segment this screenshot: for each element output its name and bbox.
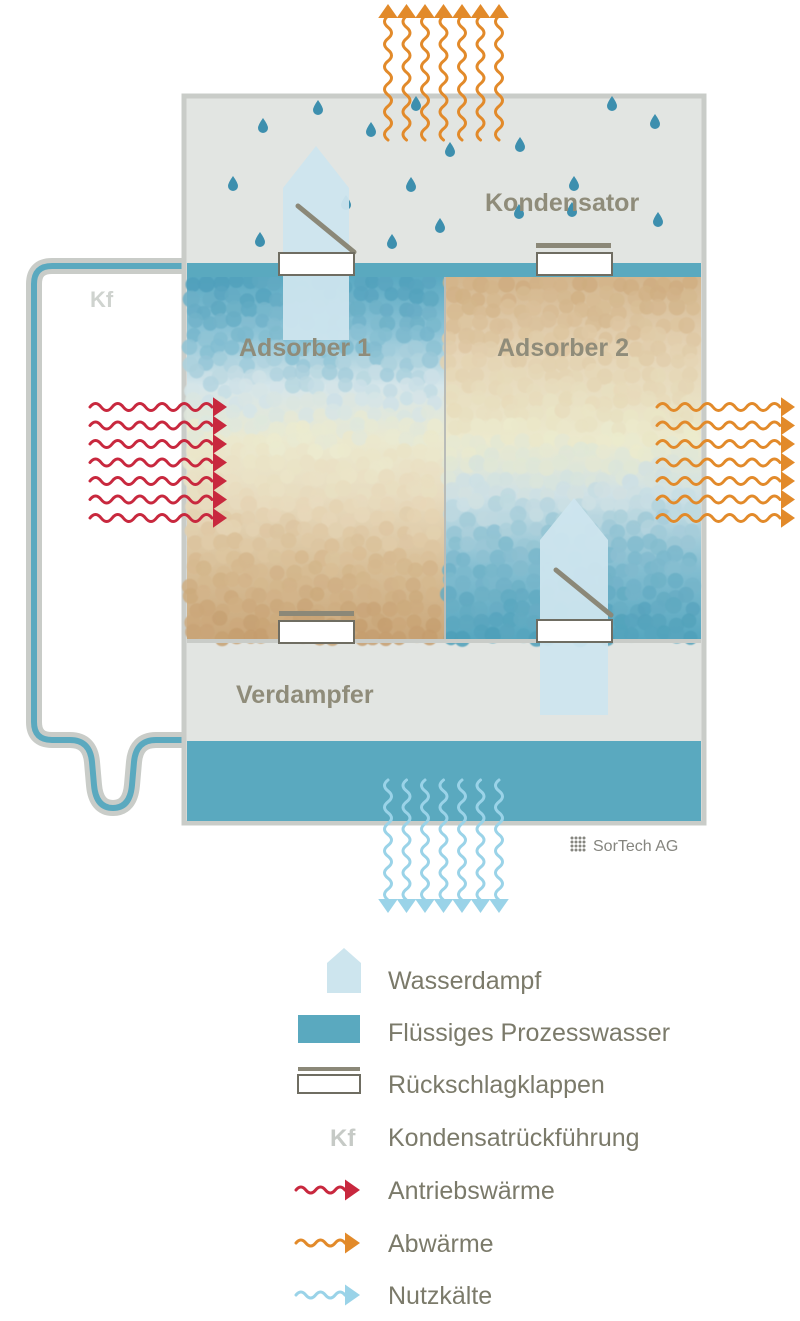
water-droplet: [255, 232, 265, 247]
water-droplet: [650, 114, 660, 129]
legend-label-waste-heat: Abwärme: [388, 1230, 494, 1258]
check-valve-open-bottom: [536, 567, 614, 643]
water-droplet: [366, 122, 376, 137]
legend-label-useful-cold: Nutzkälte: [388, 1282, 492, 1310]
drive-heat-arrows: [88, 397, 227, 528]
legend-label-condensate-return: Kondensatrückführung: [388, 1124, 640, 1152]
legend-label-check-valves: Rückschlagklappen: [388, 1071, 605, 1099]
adsorber-2-label: Adsorber 2: [497, 334, 629, 362]
waste-heat-arrow-icon: [294, 1232, 360, 1254]
condensate-return-pipe: [26, 258, 186, 816]
drive-heat-arrow-icon: [294, 1179, 360, 1201]
sortech-logo-icon: [570, 836, 586, 852]
water-droplet: [569, 176, 579, 191]
legend-label-vapor: Wasserdampf: [388, 967, 541, 995]
check-valve-closed-top: [536, 243, 613, 276]
check-valve-icon: [297, 1067, 361, 1094]
legend-label-liquid-water: Flüssiges Prozesswasser: [388, 1019, 670, 1047]
water-droplet: [653, 212, 663, 227]
legend: Kf Wasserdampf Flüssiges Prozesswasser R…: [294, 948, 670, 1310]
water-droplet: [411, 96, 421, 111]
check-valve-open-top: [278, 203, 357, 276]
waste-heat-adsorber-arrows: [655, 397, 795, 528]
copyright-text: SorTech AG: [593, 838, 678, 855]
water-droplet: [445, 142, 455, 157]
water-droplet: [313, 100, 323, 115]
condensate-droplets: [228, 96, 663, 249]
water-vapor-icon: [327, 948, 361, 993]
evaporator-separator: [187, 639, 701, 643]
adsorber-1-label: Adsorber 1: [239, 334, 371, 362]
kf-label: Kf: [90, 287, 114, 312]
water-droplet: [515, 137, 525, 152]
kf-icon: Kf: [330, 1125, 356, 1152]
water-droplet: [514, 204, 524, 219]
water-droplet: [228, 176, 238, 191]
water-droplet: [435, 218, 445, 233]
water-droplet: [258, 118, 268, 133]
water-droplet: [567, 202, 577, 217]
water-droplet: [406, 177, 416, 192]
vapor-arrow-condenser: [283, 146, 349, 340]
useful-cold-arrows: [378, 778, 509, 913]
vapor-arrow-evaporator: [540, 498, 608, 715]
check-valve-closed-bottom: [278, 611, 355, 644]
evaporator-label: Verdampfer: [236, 681, 374, 709]
condenser-separator: [187, 263, 701, 277]
useful-cold-arrow-icon: [294, 1284, 360, 1306]
waste-heat-condenser-arrows: [378, 4, 509, 142]
water-droplet: [607, 96, 617, 111]
condenser-label: Kondensator: [485, 189, 639, 217]
liquid-water-icon: [298, 1015, 360, 1043]
water-droplet: [387, 234, 397, 249]
legend-label-drive-heat: Antriebswärme: [388, 1177, 555, 1205]
